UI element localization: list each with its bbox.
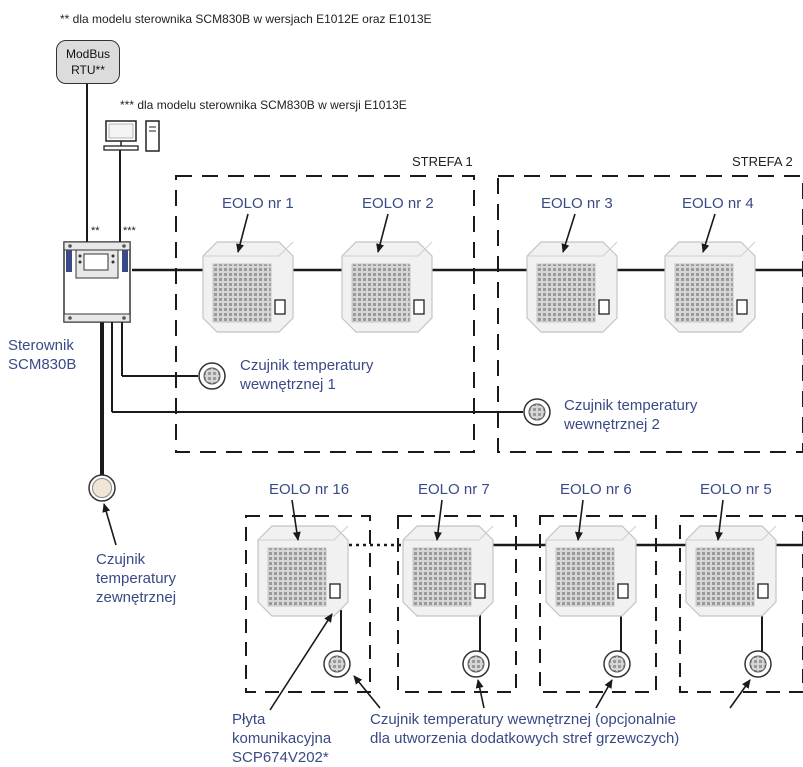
modbus-rtu-box: ModBus RTU** [56,40,120,84]
sensor-external-line3: zewnętrznej [96,589,177,606]
zone-1-title: STREFA 1 [412,154,473,169]
controller-label-line2: SCM830B [8,356,77,373]
note-triple-star: *** dla modelu sterownika SCM830B w wers… [120,98,407,112]
sensor-internal-2-line2: wewnętrznej 2 [564,416,660,433]
label-eolo-4: EOLO nr 4 [682,195,754,212]
arrows [102,213,751,711]
sensor-internal-2-line1: Czujnik temperatury [564,397,698,414]
sensor-external-icon [88,474,116,502]
board-line3: SCP674V202* [232,749,329,766]
zone-box-2 [497,175,803,453]
sensor-optional-label: Czujnik temperatury wewnętrznej (opcjona… [370,710,679,748]
sensor-internal-2-label: Czujnik temperatury wewnętrznej 2 [564,396,697,434]
controller-label: Sterownik SCM830B [8,336,76,374]
eolo-unit-6 [545,525,637,617]
label-eolo-6: EOLO nr 6 [560,481,632,498]
eolo-unit-7 [402,525,494,617]
zone-box-eolo16 [245,515,371,693]
label-eolo-1: EOLO nr 1 [222,195,294,212]
eolo-unit-16 [257,525,349,617]
eolo-unit-2 [341,241,433,333]
sensor-external-line1: Czujnik [96,551,146,568]
zone-box-eolo7 [397,515,517,693]
sensor-internal-2-icon [523,398,551,426]
zone-box-eolo6 [539,515,657,693]
board-line2: komunikacyjna [232,730,332,747]
sensor-internal-1-label: Czujnik temperatury wewnętrznej 1 [240,356,373,394]
sensor-optional-line2: dla utworzenia dodatkowych stref grzewcz… [370,730,680,747]
computer-icon [103,120,160,154]
board-label: Płyta komunikacyjna SCP674V202* [232,710,331,767]
sensor-optional-line1: Czujnik temperatury wewnętrznej (opcjona… [370,711,676,728]
eolo-unit-4 [664,241,756,333]
label-eolo-5: EOLO nr 5 [700,481,772,498]
sensor-external-line2: temperatury [96,570,177,587]
sensor-internal-1-line2: wewnętrznej 1 [240,376,336,393]
sensor-optional-eolo16-icon [323,650,351,678]
sensor-external-label: Czujnik temperatury zewnętrznej [96,550,176,607]
note-double-star: ** dla modelu sterownika SCM830B w wersj… [60,12,432,26]
label-eolo-2: EOLO nr 2 [362,195,434,212]
board-line1: Płyta [232,711,266,728]
label-eolo-3: EOLO nr 3 [541,195,613,212]
sensor-internal-1-icon [198,362,226,390]
sensor-optional-eolo7-icon [462,650,490,678]
eolo-unit-3 [526,241,618,333]
label-eolo-16: EOLO nr 16 [269,481,350,498]
modbus-label-line2: RTU** [71,63,105,77]
sensor-internal-1-line1: Czujnik temperatury [240,357,374,374]
controller-box [63,241,131,323]
mark-triple-star: *** [123,225,136,237]
label-eolo-7: EOLO nr 7 [418,481,490,498]
controller-label-line1: Sterownik [8,337,74,354]
zone-box-eolo5 [679,515,803,693]
sensor-optional-eolo6-icon [603,650,631,678]
eolo-unit-1 [202,241,294,333]
sensor-optional-eolo5-icon [744,650,772,678]
zone-2-title: STREFA 2 [732,154,793,169]
mark-double-star: ** [91,225,100,237]
eolo-unit-5 [685,525,777,617]
modbus-label-line1: ModBus [65,47,111,61]
